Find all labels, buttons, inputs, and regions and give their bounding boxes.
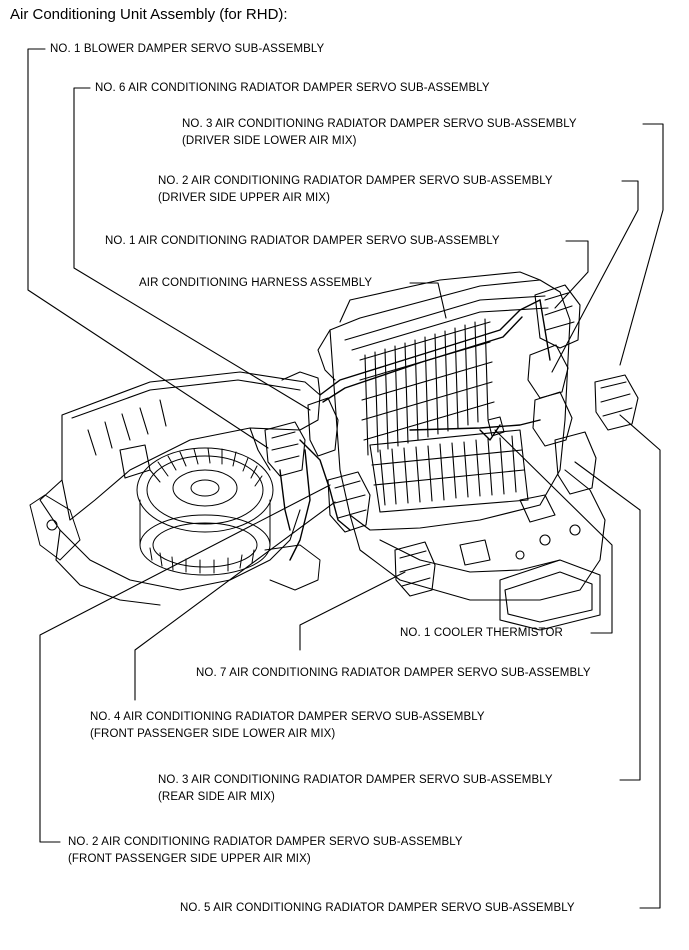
diagram-title: Air Conditioning Unit Assembly (for RHD)… [10,6,288,23]
servo-units [264,284,639,597]
label-no1-blower-damper-servo: NO. 1 BLOWER DAMPER SERVO SUB-ASSEMBLY [50,43,325,55]
label-cooler-thermistor: NO. 1 COOLER THERMISTOR [400,627,563,639]
label-no3-rear-side-air-mix: NO. 3 AIR CONDITIONING RADIATOR DAMPER S… [158,774,553,803]
label-no2-front-passenger-upper-air-mix: NO. 2 AIR CONDITIONING RADIATOR DAMPER S… [68,836,463,865]
label-no1-radiator-damper-servo: NO. 1 AIR CONDITIONING RADIATOR DAMPER S… [105,235,500,247]
wire-harness [279,299,551,561]
label-no3-driver-lower-air-mix: NO. 3 AIR CONDITIONING RADIATOR DAMPER S… [182,118,577,147]
blower-case [39,371,321,606]
label-harness-assembly: AIR CONDITIONING HARNESS ASSEMBLY [139,277,373,289]
label-no2-driver-upper-air-mix: NO. 2 AIR CONDITIONING RADIATOR DAMPER S… [158,175,553,204]
label-no7-radiator-damper-servo: NO. 7 AIR CONDITIONING RADIATOR DAMPER S… [196,667,591,679]
label-no4-front-passenger-lower-air-mix: NO. 4 AIR CONDITIONING RADIATOR DAMPER S… [90,711,485,740]
label-no6-radiator-damper-servo: NO. 6 AIR CONDITIONING RADIATOR DAMPER S… [95,82,490,94]
label-no5-radiator-damper-servo: NO. 5 AIR CONDITIONING RADIATOR DAMPER S… [180,902,575,914]
leader-lines [27,48,664,909]
blower-wheel [136,447,274,576]
